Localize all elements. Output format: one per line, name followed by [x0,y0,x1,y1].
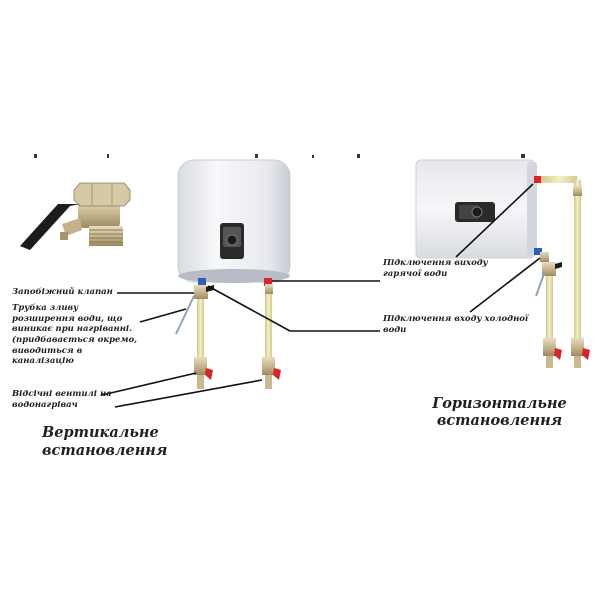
control-panel-icon [455,202,495,222]
leader-lines [101,183,541,408]
shutoff-valve-icon [194,357,213,389]
cropped-text-fragments [34,154,525,158]
label-hot-outlet: Підключення виходу гарячої води [383,258,488,279]
horizontal-water-heater [415,159,542,259]
label-shutoff-valves: Відсічні вентилі на водонагрівач [12,389,112,410]
label-cold-inlet: Підключення входу холодної води [383,314,529,335]
vertical-plumbing [175,284,281,389]
title-horizontal-installation: Горизонтальне встановлення [432,395,567,430]
title-vertical-installation: Вертикальне встановлення [42,424,168,460]
horizontal-plumbing [535,176,590,368]
label-drain-tube: Трубка зливу розширення води, що виникає… [12,303,138,367]
vertical-water-heater [177,159,291,286]
shutoff-valve-icon [262,357,281,389]
label-safety-valve: Запобіжний клапан [12,287,113,297]
safety-valve-icon [20,182,131,250]
shutoff-valve-icon [543,338,562,368]
shutoff-valve-icon [571,338,590,368]
control-panel-icon [220,223,244,259]
